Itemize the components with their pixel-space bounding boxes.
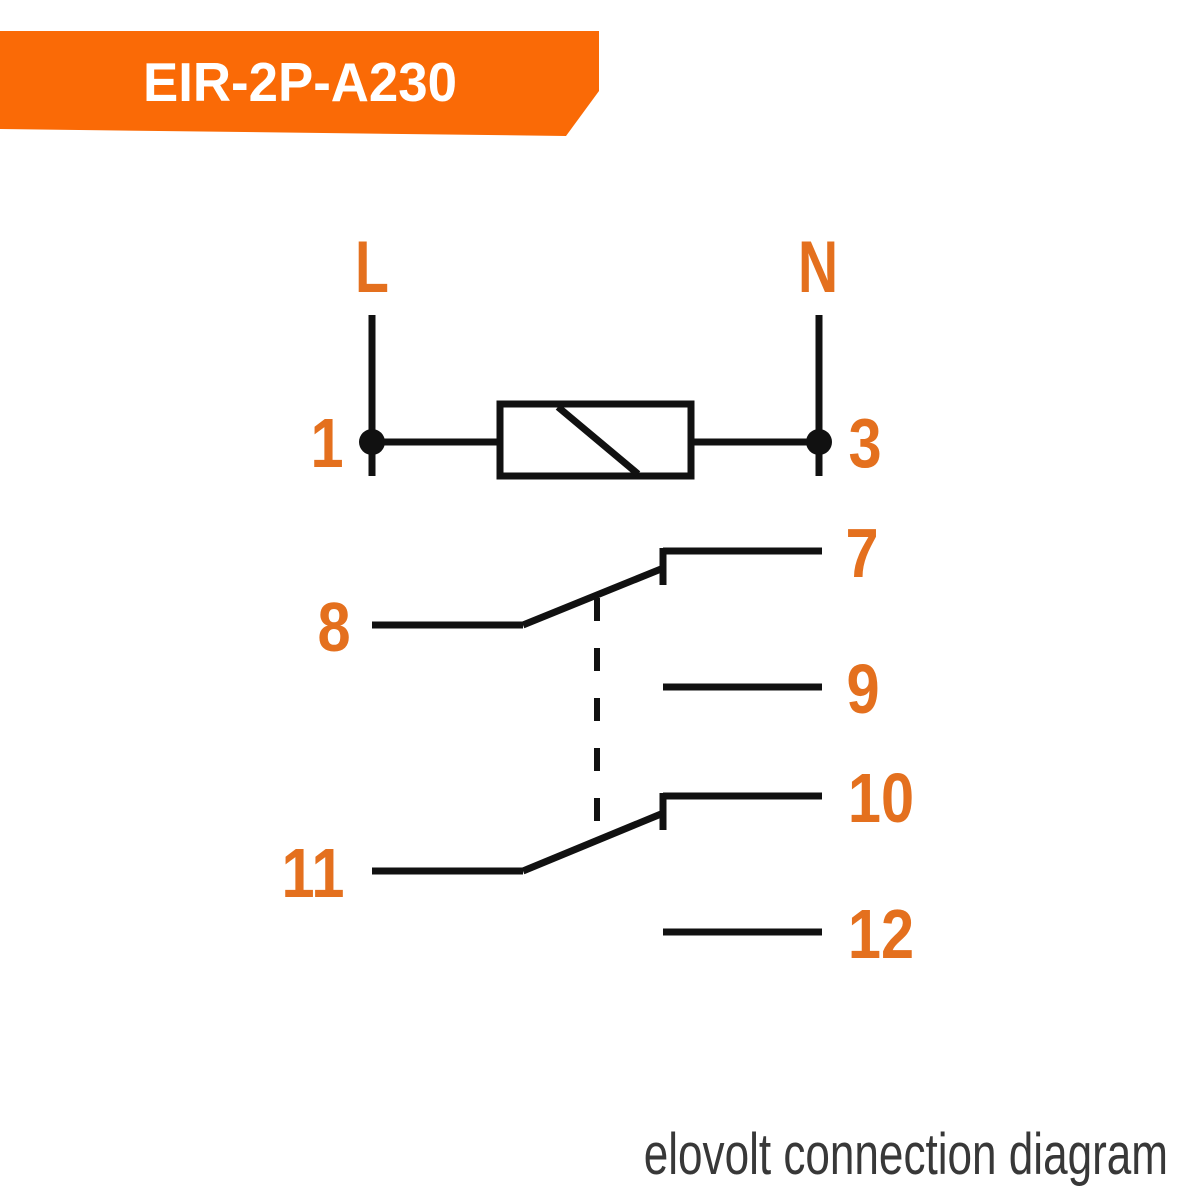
line-L-label: L xyxy=(355,226,389,308)
footer-caption: elovolt connection diagram xyxy=(644,1121,1168,1186)
terminal-12-label: 12 xyxy=(848,894,914,973)
model-banner-label: EIR-2P-A230 xyxy=(143,52,457,113)
terminal-1-label: 1 xyxy=(310,403,343,482)
terminal-11-label: 11 xyxy=(282,833,345,912)
contact2-switch-arm xyxy=(521,810,663,875)
contact1-switch-arm xyxy=(521,565,663,629)
terminal-3-label: 3 xyxy=(848,403,881,482)
terminal-9-label: 9 xyxy=(846,649,879,728)
neutral-N-label: N xyxy=(798,226,838,308)
model-banner xyxy=(0,31,599,136)
relay-coil-symbol xyxy=(496,400,695,480)
terminal-8-label: 8 xyxy=(317,587,350,666)
relay-coil-diagonal xyxy=(555,404,641,477)
terminal-7-label: 7 xyxy=(845,513,878,592)
terminal-10-label: 10 xyxy=(848,758,914,837)
